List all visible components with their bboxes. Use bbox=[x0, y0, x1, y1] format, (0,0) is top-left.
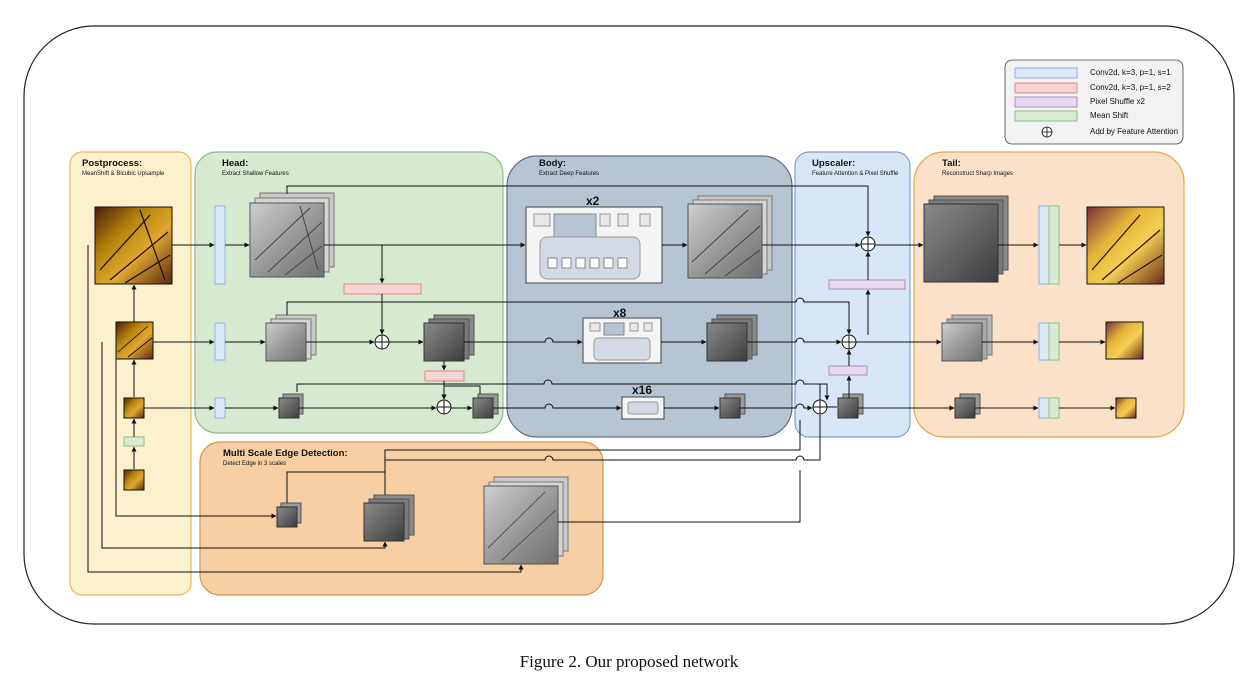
edge-map-small bbox=[276, 502, 302, 528]
tail-conv-mid bbox=[1038, 322, 1050, 361]
upscaler-add-bot-icon bbox=[812, 399, 828, 415]
multiplier-mid: x8 bbox=[613, 306, 627, 320]
multiplier-top: x2 bbox=[586, 194, 600, 208]
edge-map-large bbox=[483, 476, 569, 565]
head-conv-bot bbox=[214, 397, 226, 419]
figure-caption: Figure 2. Our proposed network bbox=[519, 652, 739, 671]
legend-swatch-pixel-shuffle bbox=[1014, 96, 1078, 108]
output-image-large bbox=[94, 206, 173, 285]
input-image bbox=[123, 469, 145, 491]
head-feature-stack-bot bbox=[278, 393, 304, 419]
legend-label-conv-s1: Conv2d, k=3, p=1, s=1 bbox=[1090, 68, 1171, 77]
upscaler-add-top-icon bbox=[860, 236, 876, 252]
upscaler-pixel-shuffle-2 bbox=[828, 365, 868, 376]
mean-shift-block bbox=[123, 436, 145, 447]
output-image-medium bbox=[115, 321, 154, 360]
tail-mean-shift-bot bbox=[1048, 397, 1060, 419]
head-subtitle: Extract Shallow Features bbox=[222, 171, 289, 177]
tail-conv-top bbox=[1038, 205, 1050, 285]
body-feature-stack-top bbox=[687, 195, 773, 279]
head-conv-mid bbox=[214, 322, 226, 361]
head-feature-stack-mid bbox=[265, 314, 317, 362]
upscaler-feature-stack-bot bbox=[837, 393, 864, 419]
legend-swatch-conv-s2 bbox=[1014, 82, 1078, 94]
body-feature-stack-bot bbox=[719, 393, 746, 419]
tail-panel bbox=[913, 151, 1185, 438]
body-feature-stack-mid bbox=[706, 314, 758, 362]
outer-frame bbox=[23, 25, 1235, 625]
tail-subtitle: Reconstruct Sharp Images bbox=[942, 171, 1014, 177]
head-add-mid-icon bbox=[374, 334, 390, 350]
output-image-small bbox=[123, 397, 145, 419]
upscaler-pixel-shuffle-1 bbox=[828, 279, 906, 290]
legend-label-mean-shift: Mean Shift bbox=[1090, 111, 1129, 120]
legend-label-add: Add by Feature Attention bbox=[1090, 127, 1179, 136]
head-feature-stack-mid2 bbox=[423, 314, 475, 362]
legend-label-pixel-shuffle: Pixel Shuffle x2 bbox=[1090, 97, 1145, 106]
head-downsample-1 bbox=[343, 283, 422, 295]
legend-swatch-mean-shift bbox=[1014, 110, 1078, 122]
head-downsample-2 bbox=[424, 370, 465, 382]
legend-swatch-conv-s1 bbox=[1014, 67, 1078, 79]
edge-title: Multi Scale Edge Detection: bbox=[223, 448, 348, 459]
tail-feature-stack-mid bbox=[941, 314, 993, 362]
tail-title: Tail: bbox=[942, 158, 961, 169]
postprocess-title: Postprocess: bbox=[82, 158, 143, 169]
connections bbox=[87, 185, 1116, 573]
edge-map-medium bbox=[363, 494, 415, 542]
head-feature-stack-bot2 bbox=[472, 393, 499, 419]
tail-mean-shift-mid bbox=[1048, 322, 1060, 361]
tail-feature-stack-top bbox=[923, 195, 1009, 283]
postprocess-subtitle: MeanShift & Bicubic Upsample bbox=[82, 171, 165, 177]
body-block-top bbox=[525, 206, 663, 284]
upscaler-title: Upscaler: bbox=[812, 158, 856, 169]
head-feature-stack-top bbox=[249, 192, 335, 278]
legend-box bbox=[1004, 59, 1184, 145]
tail-mean-shift-top bbox=[1048, 205, 1060, 285]
head-title: Head: bbox=[222, 158, 249, 169]
body-block-bot bbox=[621, 396, 665, 420]
legend-label-conv-s2: Conv2d, k=3, p=1, s=2 bbox=[1090, 83, 1171, 92]
body-subtitle: Extract Deep Features bbox=[539, 171, 600, 177]
multiplier-bot: x16 bbox=[632, 383, 653, 397]
tail-output-image-medium bbox=[1105, 321, 1144, 360]
head-add-bot-icon bbox=[436, 399, 452, 415]
tail-feature-stack-bot bbox=[954, 393, 981, 419]
head-conv-top bbox=[214, 205, 226, 285]
edge-subtitle: Detect Edge in 3 scales bbox=[223, 461, 287, 467]
legend-add-icon bbox=[1041, 126, 1053, 138]
upscaler-add-mid-icon bbox=[841, 334, 857, 350]
upscaler-subtitle: Feature Attention & Pixel Shuffle bbox=[812, 171, 899, 177]
tail-output-image-small bbox=[1115, 397, 1137, 419]
tail-output-image-large bbox=[1086, 206, 1165, 285]
body-title: Body: bbox=[539, 158, 566, 169]
tail-conv-bot bbox=[1038, 397, 1050, 419]
upscaler-panel bbox=[794, 151, 911, 438]
body-block-mid bbox=[582, 317, 662, 364]
